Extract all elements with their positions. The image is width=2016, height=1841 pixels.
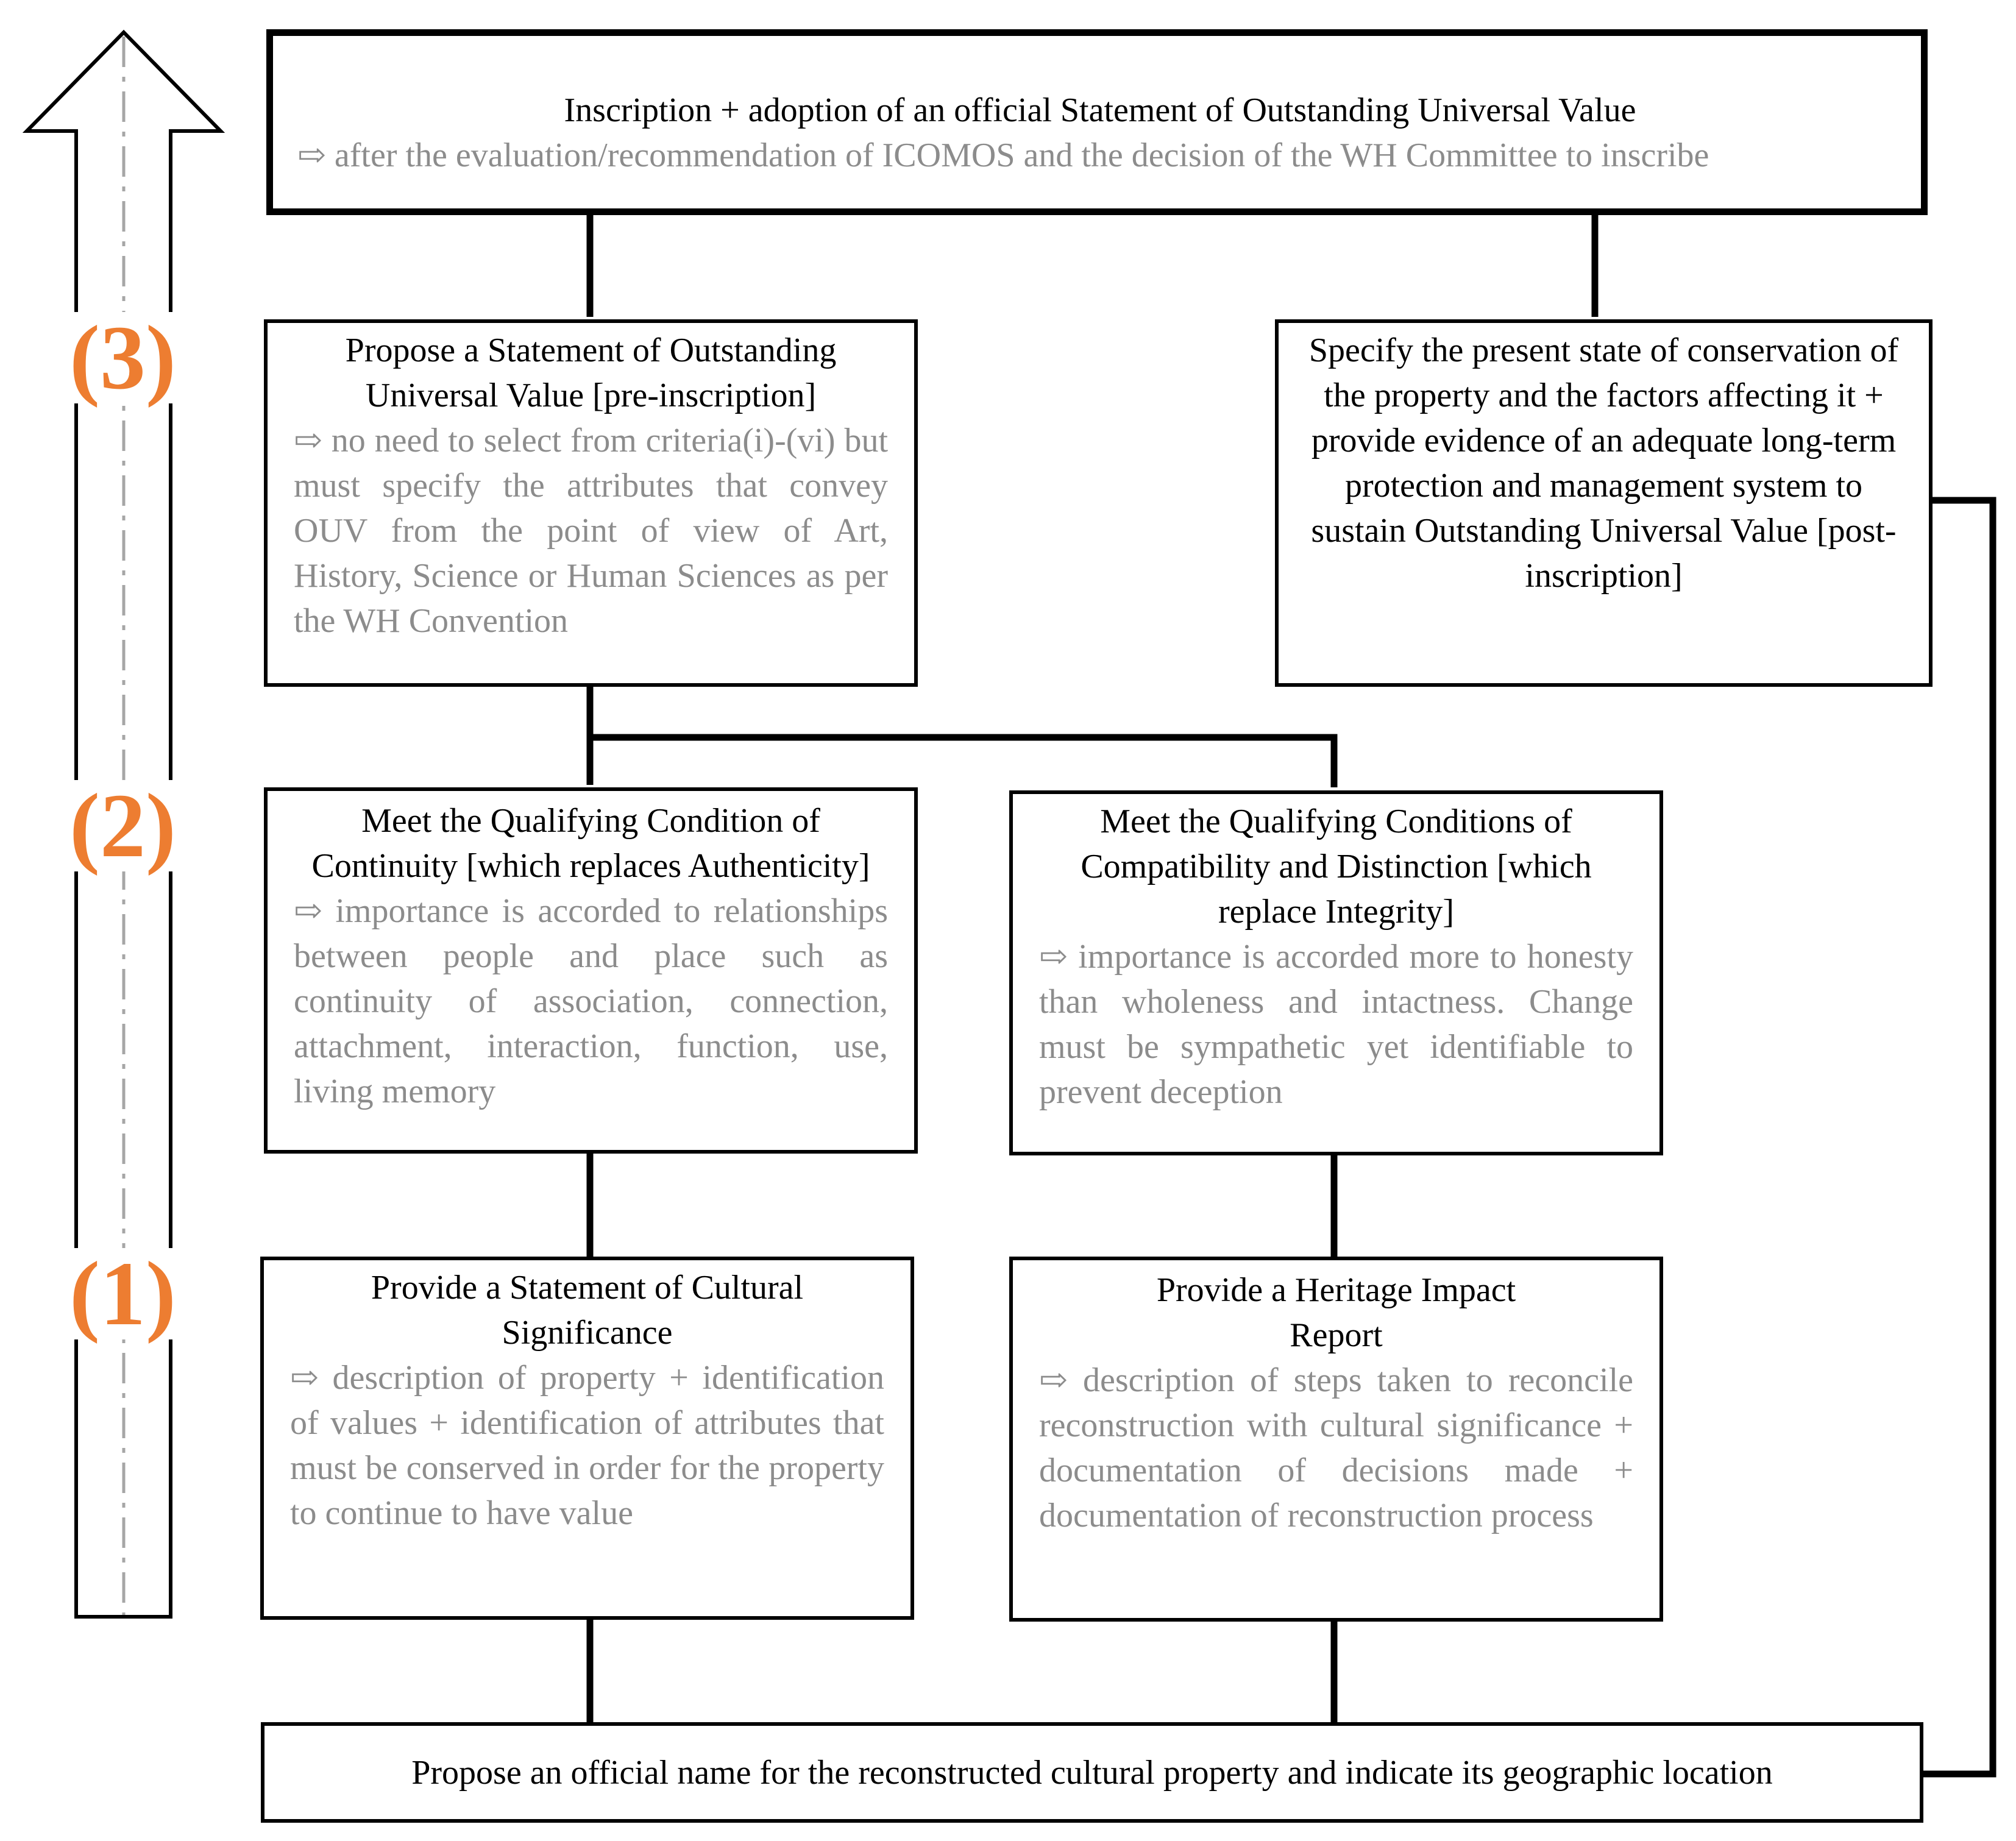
significance-box: Provide a Statement of Cultural Signific…	[260, 1257, 914, 1620]
connector-side-loop	[1920, 497, 1996, 1778]
heritage-impact-note-text: description of steps taken to reconcile …	[1039, 1361, 1634, 1534]
conservation-title: Specify the present state of conservatio…	[1308, 332, 1899, 595]
arrow-right-icon: ⇨	[294, 892, 322, 930]
inscription-note-text: after the evaluation/recommendation of I…	[334, 137, 1709, 174]
significance-note-text: description of property + identification…	[290, 1359, 884, 1532]
arrow-right-icon: ⇨	[290, 1359, 319, 1397]
heritage-impact-box: Provide a Heritage Impact Report ⇨ descr…	[1009, 1257, 1663, 1622]
continuity-note: ⇨ importance is accorded to relationship…	[294, 889, 888, 1114]
arrow-right-icon: ⇨	[294, 422, 322, 459]
official-name-title: Propose an official name for the reconst…	[411, 1754, 1773, 1792]
significance-title: Provide a Statement of Cultural Signific…	[371, 1269, 804, 1352]
arrow-right-icon: ⇨	[1039, 938, 1068, 976]
step-label-2: (2)	[67, 780, 179, 871]
arrow-right-icon: ⇨	[297, 137, 326, 174]
ouv-statement-box: Propose a Statement of Outstanding Unive…	[264, 319, 918, 687]
arrow-right-icon: ⇨	[1039, 1361, 1068, 1399]
compatibility-box: Meet the Qualifying Conditions of Compat…	[1009, 790, 1663, 1155]
official-name-box: Propose an official name for the reconst…	[261, 1722, 1923, 1823]
ouv-statement-note-text: no need to select from criteria(i)-(vi) …	[294, 422, 888, 640]
heritage-impact-title: Provide a Heritage Impact Report	[1156, 1271, 1516, 1354]
heritage-impact-note: ⇨ description of steps taken to reconcil…	[1039, 1358, 1633, 1538]
compatibility-note: ⇨ importance is accorded more to honesty…	[1039, 934, 1633, 1115]
continuity-note-text: importance is accorded to relationships …	[294, 892, 888, 1110]
inscription-note: ⇨ after the evaluation/recommendation of…	[297, 133, 1903, 178]
step-label-1: (1)	[67, 1248, 179, 1339]
continuity-title: Meet the Qualifying Condition of Continu…	[311, 802, 870, 885]
ouv-statement-title: Propose a Statement of Outstanding Unive…	[345, 332, 837, 414]
significance-note: ⇨ description of property + identificati…	[290, 1355, 884, 1536]
continuity-box: Meet the Qualifying Condition of Continu…	[264, 787, 918, 1154]
inscription-title: Inscription + adoption of an official St…	[564, 91, 1636, 129]
inscription-box: Inscription + adoption of an official St…	[266, 29, 1928, 215]
compatibility-title: Meet the Qualifying Conditions of Compat…	[1081, 803, 1592, 931]
ouv-statement-note: ⇨ no need to select from criteria(i)-(vi…	[294, 418, 888, 644]
compatibility-note-text: importance is accorded more to honesty t…	[1039, 938, 1634, 1111]
conservation-box: Specify the present state of conservatio…	[1275, 319, 1933, 687]
connector-branch	[590, 734, 1338, 787]
step-label-3: (3)	[67, 312, 179, 403]
